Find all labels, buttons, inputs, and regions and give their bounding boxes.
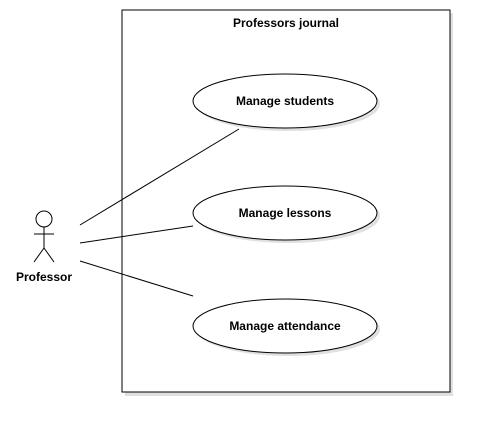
use-case-manage-lessons[interactable]: Manage lessons — [192, 185, 380, 243]
association-line-students[interactable] — [79, 128, 240, 226]
association-line-attendance[interactable] — [79, 260, 194, 297]
association-line-lessons[interactable] — [79, 225, 194, 244]
system-title: Professors journal — [233, 16, 339, 30]
use-case-manage-attendance[interactable]: Manage attendance — [192, 298, 380, 356]
actor-right-leg — [43, 247, 55, 263]
actor-stick-figure-icon — [33, 210, 55, 263]
use-case-ellipse[interactable] — [192, 185, 378, 241]
use-case-label: Manage attendance — [229, 319, 341, 333]
use-case-label: Manage lessons — [239, 206, 332, 220]
actor-label: Professor — [16, 270, 72, 284]
use-case-label: Manage students — [236, 94, 334, 108]
use-case-ellipse[interactable] — [192, 298, 378, 354]
use-case-ellipse[interactable] — [192, 73, 378, 129]
actor-professor[interactable]: Professor — [16, 210, 72, 284]
actor-left-leg — [33, 247, 45, 263]
use-case-manage-students[interactable]: Manage students — [192, 73, 380, 131]
actor-head — [35, 210, 53, 228]
